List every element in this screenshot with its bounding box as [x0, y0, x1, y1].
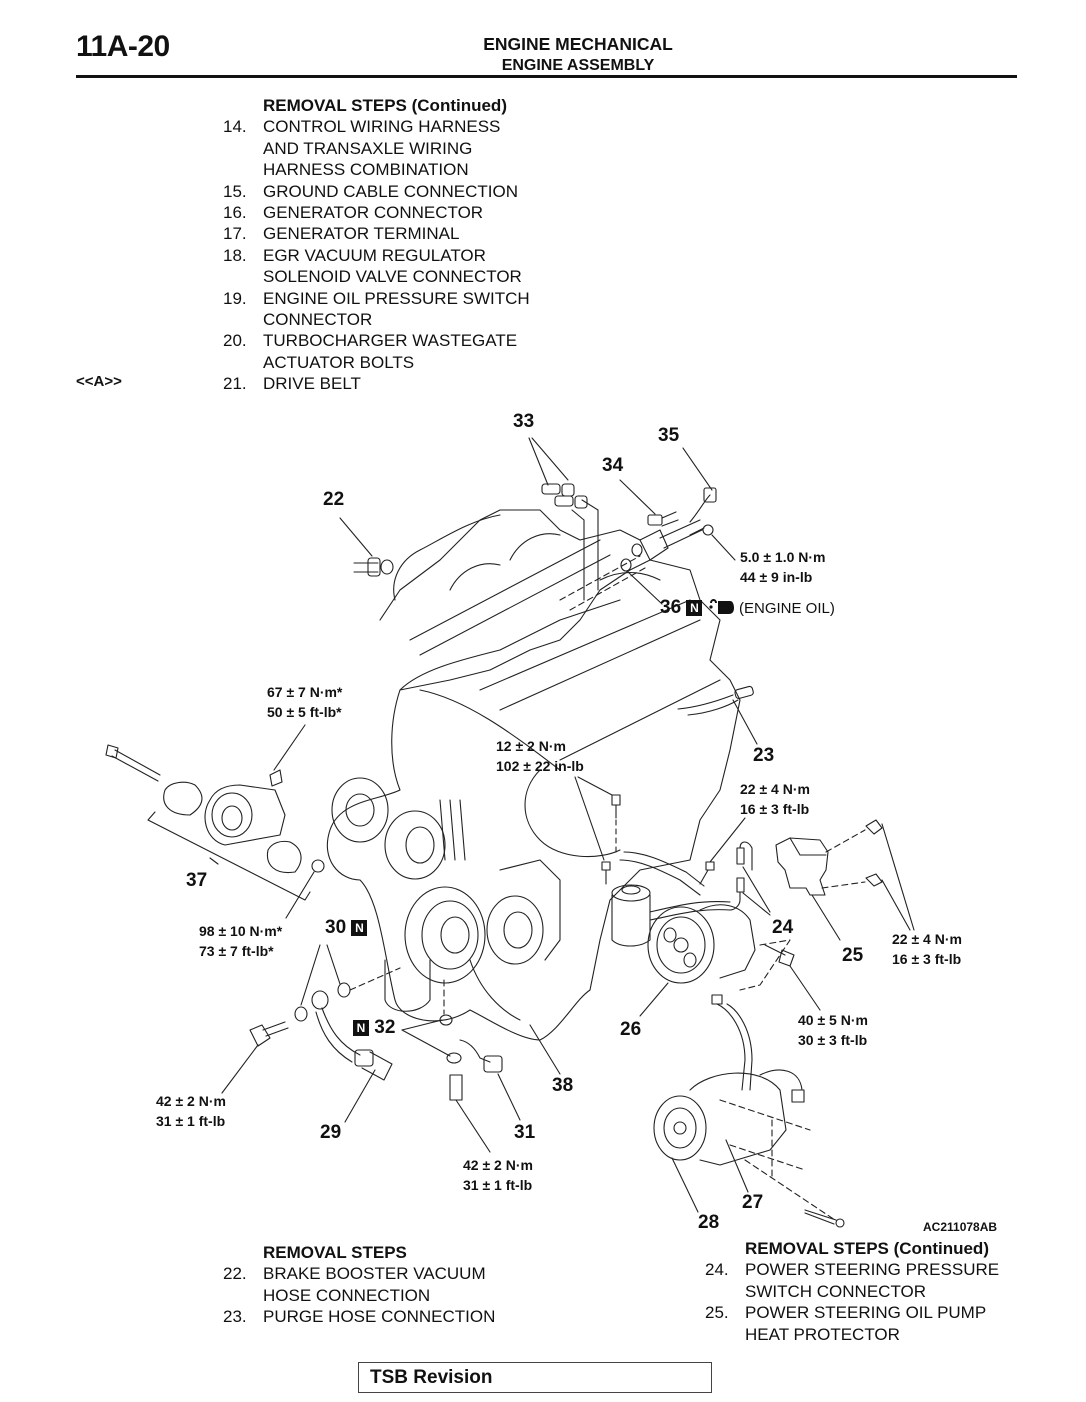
engine-oil-can-icon: [708, 597, 734, 615]
callout-32-number: 32: [374, 1017, 396, 1038]
callout-30-number: 30: [325, 917, 347, 938]
page-header: ENGINE MECHANICAL ENGINE ASSEMBLY: [440, 34, 716, 76]
step-text: POWER STEERING OIL PUMP HEAT PROTECTOR: [745, 1303, 987, 1344]
step-number: 23.: [223, 1307, 247, 1327]
subsection-title: ENGINE ASSEMBLY: [501, 57, 655, 74]
engine-block-illustration: [327, 510, 740, 1040]
step-item: 20. TURBOCHARGER WASTEGATE ACTUATOR BOLTS: [223, 330, 530, 373]
torque-spec-26: 40 ± 5 N·m 30 ± 3 ft-lb: [798, 1012, 868, 1048]
step-item: 25. POWER STEERING OIL PUMP HEAT PROTECTO…: [705, 1302, 999, 1345]
step-text: GENERATOR TERMINAL: [263, 224, 460, 244]
torque-spec-mid-bolts: 12 ± 2 N·m 102 ± 22 in-lb: [496, 738, 584, 774]
section-title: ENGINE MECHANICAL: [483, 34, 673, 54]
callout-38: 38: [552, 1075, 574, 1096]
part-34-35-36-illustration: [560, 448, 735, 610]
step-text: GENERATOR CONNECTOR: [263, 203, 484, 223]
callout-27: 27: [742, 1192, 764, 1213]
step-text: GROUND CABLE CONNECTION: [263, 181, 519, 201]
callout-33: 33: [513, 411, 535, 432]
torque-spec-35: 5.0 ± 1.0 N·m 44 ± 9 in-lb: [740, 549, 826, 585]
part-27-28-illustration: [654, 995, 844, 1227]
step-text: BRAKE BOOSTER VACUUM HOSE CONNECTION: [263, 1264, 486, 1305]
callout-31: 31: [514, 1122, 536, 1143]
step-text: ENGINE OIL PRESSURE SWITCH CONNECTOR: [263, 288, 530, 330]
reference-mark: <<A>>: [76, 373, 122, 390]
step-number: 14.: [223, 117, 247, 137]
part-33-illustration: [529, 438, 598, 600]
step-text: POWER STEERING PRESSURE SWITCH CONNECTOR: [745, 1260, 1000, 1301]
callout-22: 22: [323, 489, 345, 510]
callout-35: 35: [658, 425, 680, 446]
part-37-illustration: [106, 725, 324, 918]
part-26-illustration: [612, 852, 755, 1016]
step-item: 18. EGR VACUUM REGULATOR SOLENOID VALVE C…: [223, 245, 530, 288]
step-number: 19.: [223, 288, 247, 308]
callout-24: 24: [772, 917, 794, 938]
removal-steps-top: REMOVAL STEPS (Continued) 14. CONTROL WIR…: [223, 95, 530, 395]
steps-heading: REMOVAL STEPS: [263, 1243, 407, 1262]
oil-pipe-illustration: [222, 945, 560, 1152]
callout-37: 37: [186, 870, 208, 891]
new-part-mark: N: [351, 920, 368, 936]
torque-spec-25: 22 ± 4 N·m 16 ± 3 ft-lb: [892, 931, 962, 967]
callout-36-number: 36: [660, 597, 682, 618]
removal-steps-bottom-left: REMOVAL STEPS 22. BRAKE BOOSTER VACUUM HO…: [223, 1242, 495, 1328]
mid-bolts-illustration: [575, 777, 620, 884]
new-part-mark: N: [353, 1020, 369, 1036]
step-number: 21.: [223, 374, 247, 394]
step-item: 21. DRIVE BELT: [223, 373, 530, 394]
step-item: 14. CONTROL WIRING HARNESS AND TRANSAXLE …: [223, 116, 530, 180]
bolt-40nm-illustration: [740, 940, 820, 1010]
part-22-illustration: [340, 518, 393, 576]
torque-spec-24: 22 ± 4 N·m 16 ± 3 ft-lb: [740, 781, 810, 817]
step-item: 23. PURGE HOSE CONNECTION: [223, 1306, 495, 1327]
step-item: 19. ENGINE OIL PRESSURE SWITCH CONNECTOR: [223, 288, 530, 331]
torque-spec-31: 42 ± 2 N·m 31 ± 1 ft-lb: [463, 1157, 533, 1193]
step-number: 15.: [223, 181, 247, 201]
callout-26: 26: [620, 1019, 642, 1040]
callout-25: 25: [842, 945, 864, 966]
step-number: 17.: [223, 224, 247, 244]
callout-30: 30 N: [325, 917, 368, 939]
figure-code: AC211078AB: [923, 1220, 998, 1234]
step-number: 24.: [705, 1260, 729, 1280]
callout-28: 28: [698, 1212, 720, 1233]
step-text: TURBOCHARGER WASTEGATE ACTUATOR BOLTS: [263, 331, 518, 372]
step-text: CONTROL WIRING HARNESS AND TRANSAXLE WIR…: [263, 117, 501, 180]
step-item: 22. BRAKE BOOSTER VACUUM HOSE CONNECTION: [223, 1263, 495, 1306]
torque-spec-mount-top: 67 ± 7 N·m* 50 ± 5 ft-lb*: [267, 684, 343, 720]
page-number: 11A-20: [76, 30, 170, 63]
callout-36: 36 N (ENGINE OIL): [660, 597, 835, 619]
step-number: 16.: [223, 203, 247, 223]
callout-23: 23: [753, 745, 775, 766]
part-24-illustration: [700, 818, 770, 915]
step-item: 24. POWER STEERING PRESSURE SWITCH CONNEC…: [705, 1259, 999, 1302]
step-number: 25.: [705, 1303, 729, 1323]
callout-32: N 32: [353, 1017, 395, 1039]
part-25-illustration: [776, 820, 914, 940]
step-number: 18.: [223, 245, 247, 265]
tsb-revision-box: TSB Revision: [358, 1362, 712, 1393]
engine-oil-note: (ENGINE OIL): [738, 600, 835, 617]
removal-steps-bottom-right: REMOVAL STEPS (Continued) 24. POWER STEER…: [705, 1238, 999, 1345]
torque-spec-mount-nut: 98 ± 10 N·m* 73 ± 7 ft-lb*: [199, 923, 283, 959]
step-number: 20.: [223, 331, 247, 351]
header-rule: [76, 75, 1017, 78]
step-item: 17. GENERATOR TERMINAL: [223, 223, 530, 244]
step-text: PURGE HOSE CONNECTION: [263, 1307, 496, 1327]
step-text: EGR VACUUM REGULATOR SOLENOID VALVE CONN…: [263, 245, 522, 287]
callout-29: 29: [320, 1122, 342, 1143]
new-part-mark: N: [686, 600, 703, 616]
step-text: DRIVE BELT: [263, 374, 361, 394]
step-item: 16. GENERATOR CONNECTOR: [223, 202, 530, 223]
callout-34: 34: [602, 455, 624, 476]
steps-heading: REMOVAL STEPS (Continued): [263, 96, 507, 115]
part-23-illustration: [678, 686, 757, 744]
torque-spec-29: 42 ± 2 N·m 31 ± 1 ft-lb: [156, 1093, 226, 1129]
step-item: 15. GROUND CABLE CONNECTION: [223, 181, 530, 202]
step-number: 22.: [223, 1264, 247, 1284]
steps-heading: REMOVAL STEPS (Continued): [745, 1239, 989, 1258]
